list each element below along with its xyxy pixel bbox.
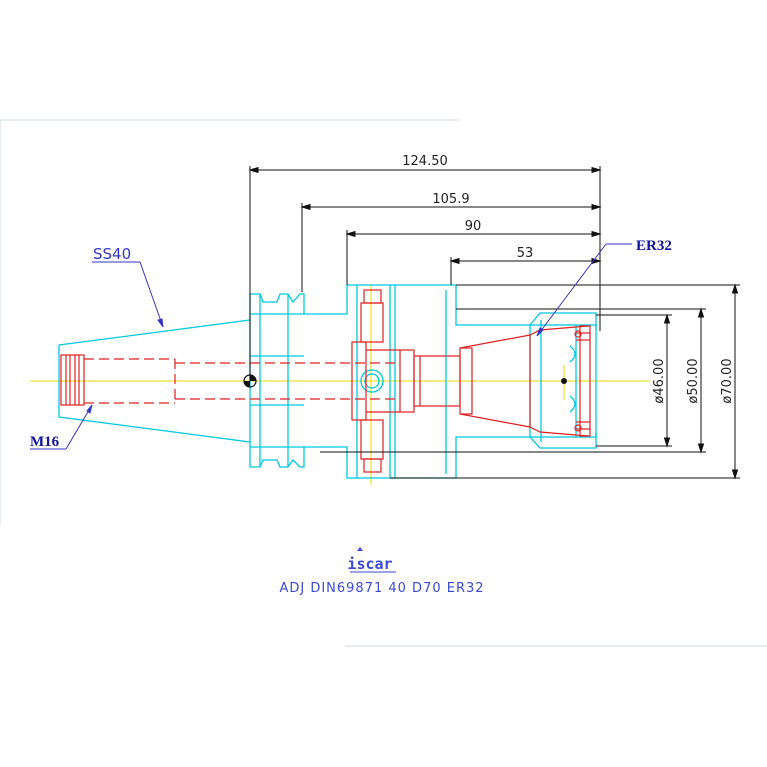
dim-length-105-9: 105.9	[432, 192, 469, 207]
dim-length-53: 53	[517, 246, 534, 261]
internal-features	[60, 289, 591, 473]
vertical-dimensions	[663, 283, 739, 480]
label-taper: SS40	[93, 245, 131, 263]
label-collet: ER32	[636, 238, 672, 254]
brand-wordmark: iscar	[347, 555, 392, 573]
horizontal-dimensions	[248, 166, 602, 265]
brand-logo: iscar	[347, 547, 396, 573]
dim-length-90: 90	[465, 219, 482, 234]
dim-dia-50: ø50.00	[686, 358, 701, 403]
dim-dia-46: ø46.00	[652, 358, 667, 403]
dim-dia-70: ø70.00	[720, 358, 735, 403]
reference-lines	[249, 166, 740, 479]
label-thread: M16	[30, 434, 60, 450]
leader-lines	[30, 243, 632, 450]
drawing-frame	[0, 119, 767, 647]
holder-outline	[58, 284, 597, 479]
dim-overall-length: 124.50	[402, 154, 448, 169]
centerline	[30, 285, 650, 485]
drawing-caption: ADJ DIN69871 40 D70 ER32	[279, 581, 484, 596]
